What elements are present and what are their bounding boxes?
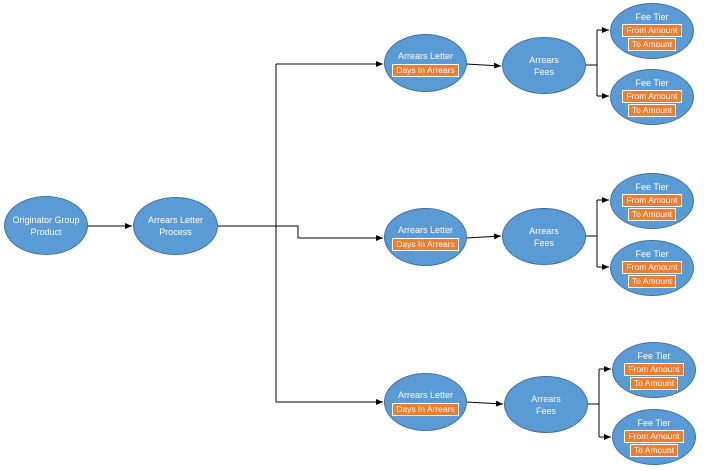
process-label-line2: Process: [159, 227, 192, 237]
field-to-amount: To Amount: [627, 208, 677, 221]
field-to-amount: To Amount: [627, 38, 677, 51]
node-arrears-letter-2: Arrears Letter Days In Arrears: [384, 208, 467, 266]
node-arrears-letter-3: Arrears Letter Days In Arrears: [384, 373, 467, 431]
field-from-amount: From Amount: [622, 90, 682, 103]
fees-label-line1: Arrears: [531, 393, 561, 404]
tier-title: Fee Tier: [637, 418, 671, 428]
tier-title: Fee Tier: [635, 249, 669, 259]
root-label-line2: Product: [30, 226, 62, 237]
field-from-amount: From Amount: [622, 261, 682, 274]
field-from-amount: From Amount: [622, 24, 682, 37]
field-days-in-arrears: Days In Arrears: [392, 402, 459, 416]
fees-label-line2: Fees: [535, 405, 556, 416]
tier-title: Fee Tier: [635, 78, 669, 88]
tier-title: Fee Tier: [635, 182, 669, 192]
fees-label-line2: Fees: [533, 66, 554, 77]
field-to-amount: To Amount: [627, 104, 677, 117]
node-arrears-letter-process: Arrears Letter Process: [133, 197, 218, 255]
node-fee-tier-3a: Fee Tier From Amount To Amount: [612, 342, 696, 398]
field-from-amount: From Amount: [624, 430, 684, 443]
node-fee-tier-2b: Fee Tier From Amount To Amount: [610, 240, 694, 296]
node-arrears-fees-1: Arrears Fees: [502, 37, 586, 94]
root-label-line1: Originator Group: [12, 214, 80, 225]
field-to-amount: To Amount: [629, 444, 679, 457]
field-from-amount: From Amount: [622, 194, 682, 207]
edge-letter-fees-2: [465, 233, 502, 240]
field-days-in-arrears: Days In Arrears: [392, 63, 459, 77]
node-arrears-fees-2: Arrears Fees: [502, 208, 586, 265]
fees-label-line2: Fees: [533, 237, 554, 248]
node-originator-group-product: Originator Group Product: [4, 196, 88, 255]
node-fee-tier-2a: Fee Tier From Amount To Amount: [610, 173, 694, 229]
letter-title: Arrears Letter: [397, 224, 454, 235]
edge-to-letter-2: [276, 225, 383, 241]
node-fee-tier-1b: Fee Tier From Amount To Amount: [610, 69, 694, 125]
field-to-amount: To Amount: [629, 377, 679, 390]
fees-label-line1: Arrears: [529, 225, 559, 236]
field-to-amount: To Amount: [627, 275, 677, 288]
node-fee-tier-1a: Fee Tier From Amount To Amount: [610, 3, 694, 59]
edge-letter-fees-1: [465, 62, 502, 69]
node-fee-tier-3b: Fee Tier From Amount To Amount: [612, 409, 696, 465]
edge-letter-fees-3: [465, 400, 504, 407]
node-arrears-letter-1: Arrears Letter Days In Arrears: [384, 34, 467, 92]
tier-title: Fee Tier: [635, 12, 669, 22]
letter-title: Arrears Letter: [397, 389, 454, 400]
process-label-line1: Arrears Letter: [147, 215, 204, 225]
field-from-amount: From Amount: [624, 363, 684, 376]
node-arrears-fees-3: Arrears Fees: [504, 376, 588, 433]
letter-title: Arrears Letter: [397, 50, 454, 61]
field-days-in-arrears: Days In Arrears: [392, 237, 459, 251]
fees-label-line1: Arrears: [529, 54, 559, 65]
tier-title: Fee Tier: [637, 351, 671, 361]
